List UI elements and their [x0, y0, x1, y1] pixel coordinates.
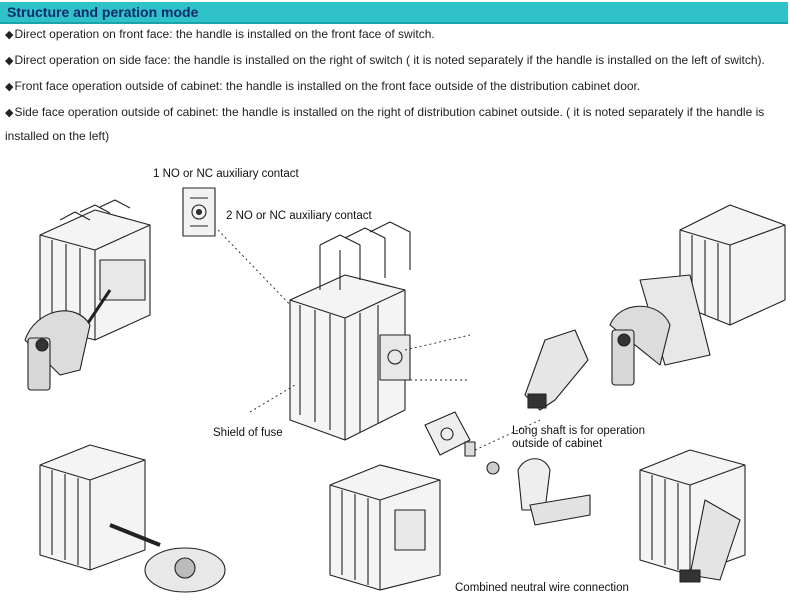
section-title: Structure and peration mode	[7, 4, 199, 20]
aux-contact-illustration	[182, 187, 301, 316]
switch-front-handle-illustration	[24, 199, 151, 391]
switch-side-handle-illustration	[609, 204, 786, 386]
diamond-bullet-icon: ◆	[5, 81, 14, 93]
label-neutral-wire: Combined neutral wire connection	[455, 582, 629, 594]
section-header: Structure and peration mode	[0, 2, 788, 24]
switch-center-exploded-illustration	[289, 221, 471, 441]
label-long-shaft-line2: outside of cabinet	[512, 438, 603, 450]
paragraph-front-outside: ◆Front face operation outside of cabinet…	[5, 79, 641, 93]
label-long-shaft-line1: Long shaft is for operation	[512, 425, 645, 437]
paragraph-front-face: ◆Direct operation on front face: the han…	[5, 27, 435, 41]
switch-assembly-diagram: 1 NO or NC auxiliary contact 2 NO or NC …	[0, 150, 790, 603]
switch-bottom-right-illustration	[639, 449, 746, 583]
label-aux-contact-1: 1 NO or NC auxiliary contact	[153, 168, 299, 180]
diamond-bullet-icon: ◆	[5, 55, 14, 67]
paragraph-side-face: ◆Direct operation on side face: the hand…	[5, 53, 765, 67]
door-gasket-illustration	[424, 411, 541, 475]
switch-rotary-handle-illustration	[39, 444, 226, 593]
diamond-bullet-icon: ◆	[5, 107, 14, 119]
paragraph-side-outside-continued: installed on the left)	[5, 129, 110, 143]
long-shaft-handle-illustration	[517, 329, 591, 526]
paragraph-side-outside: ◆Side face operation outside of cabinet:…	[5, 105, 765, 119]
diagram-drawing	[24, 187, 786, 593]
label-fuse-shield: Shield of fuse	[213, 427, 283, 439]
diamond-bullet-icon: ◆	[5, 29, 14, 41]
label-aux-contact-2: 2 NO or NC auxiliary contact	[226, 210, 372, 222]
switch-neutral-illustration	[329, 464, 441, 591]
